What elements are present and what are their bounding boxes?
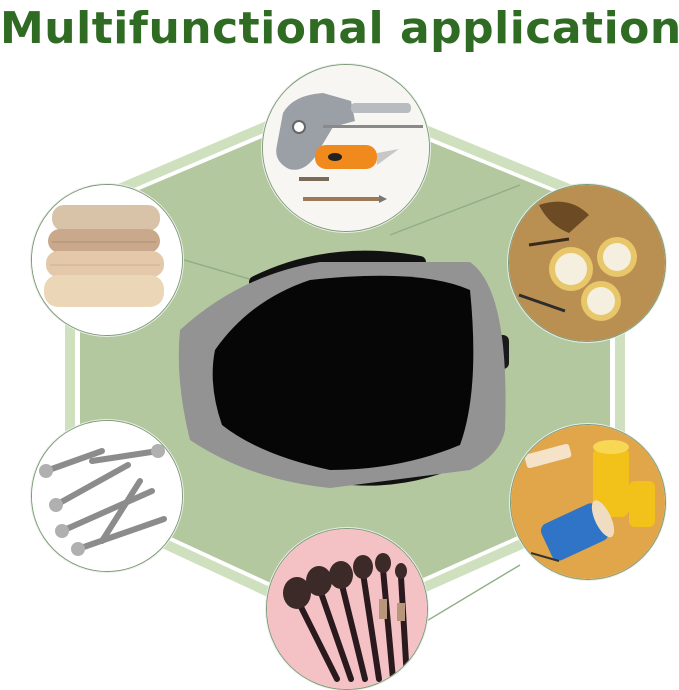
thread-spools-icon <box>511 425 665 579</box>
tools-vignette <box>262 64 430 232</box>
folded-towels-icon <box>32 185 182 335</box>
screws-icon <box>32 421 182 571</box>
pocket-watches-icon <box>509 185 665 341</box>
watches-vignette <box>508 184 666 342</box>
page-title: Multifunctional application <box>0 3 679 54</box>
bag-icon <box>178 250 509 488</box>
screws-vignette <box>31 420 183 572</box>
tools-icon <box>263 65 429 231</box>
makeup-brushes-icon <box>267 529 427 689</box>
threads-vignette <box>510 424 666 580</box>
brushes-vignette <box>266 528 428 690</box>
towels-vignette <box>31 184 183 336</box>
